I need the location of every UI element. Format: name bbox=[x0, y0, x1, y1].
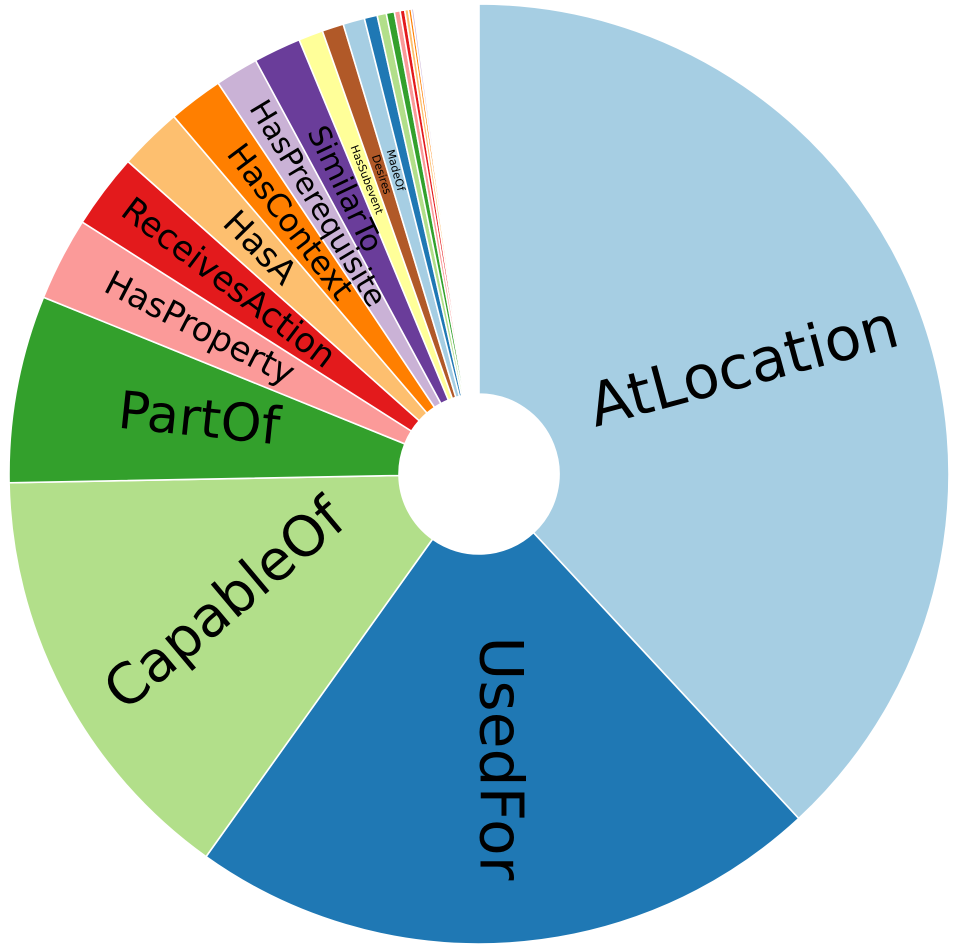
slice-atlocation bbox=[478, 3, 950, 820]
label-usedfor: UsedFor bbox=[466, 636, 536, 880]
slice-minor-20 bbox=[410, 7, 469, 396]
pie-slices bbox=[8, 3, 950, 945]
slice-usedfor bbox=[204, 531, 800, 945]
slice-capableof bbox=[8, 474, 434, 858]
slice-partof bbox=[8, 296, 406, 484]
